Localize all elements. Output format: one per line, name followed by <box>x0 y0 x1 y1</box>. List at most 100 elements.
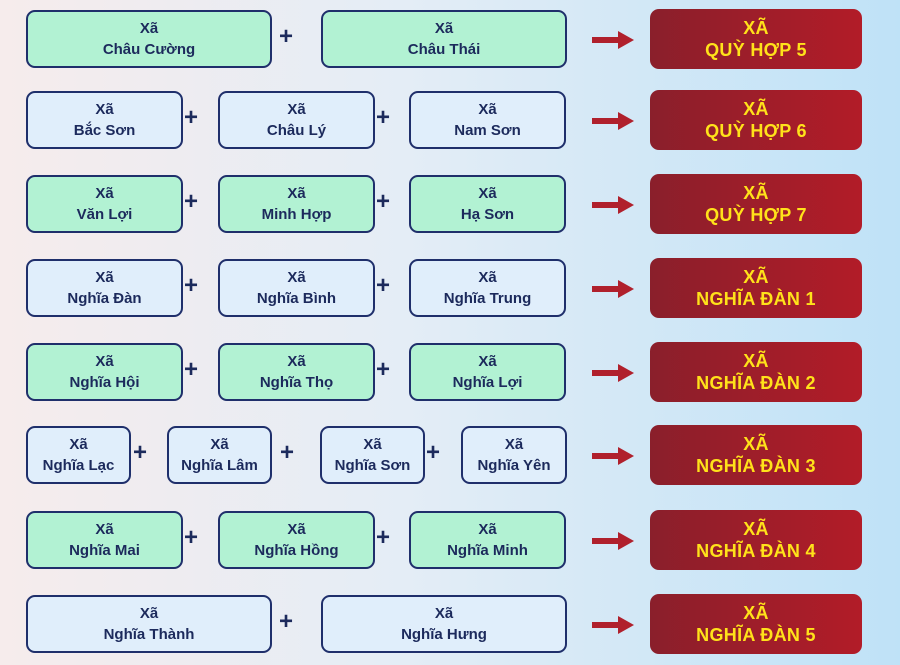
source-prefix: Xã <box>95 185 114 202</box>
plus-sign: + <box>375 356 390 383</box>
source-prefix: Xã <box>504 436 524 453</box>
source-name: Nghĩa Lâm <box>181 457 258 474</box>
right-arrow-icon <box>592 532 634 550</box>
result-prefix: XÃ <box>743 99 769 119</box>
source-name: Nghĩa Đàn <box>67 290 142 307</box>
plus-sign: + <box>375 188 390 215</box>
source-name: Châu Cường <box>102 41 196 58</box>
result-name: NGHĨA ĐÀN 3 <box>696 456 816 476</box>
plus-sign: + <box>183 524 198 551</box>
source-prefix: Xã <box>95 101 114 118</box>
source-name: Minh Hợp <box>261 206 332 223</box>
source-prefix: Xã <box>139 605 159 622</box>
source-commune-box: Xã Hạ Sơn <box>409 175 566 233</box>
source-prefix: Xã <box>363 436 382 453</box>
source-name: Nghĩa Minh <box>447 542 528 559</box>
plus-sign: + <box>183 104 198 131</box>
source-prefix: Xã <box>95 269 114 286</box>
source-name: Châu Thái <box>407 41 481 58</box>
result-prefix: XÃ <box>743 18 769 38</box>
result-name: QUỲ HỢP 7 <box>705 205 807 225</box>
result-name: NGHĨA ĐÀN 4 <box>696 541 816 561</box>
result-prefix: XÃ <box>743 603 769 623</box>
source-prefix: Xã <box>95 353 114 370</box>
source-prefix: Xã <box>287 269 306 286</box>
plus-sign: + <box>183 188 198 215</box>
source-name: Nghĩa Mai <box>69 542 140 559</box>
source-name: Nghĩa Thọ <box>259 374 334 391</box>
source-prefix: Xã <box>478 185 497 202</box>
result-name: NGHĨA ĐÀN 2 <box>696 373 816 393</box>
source-prefix: Xã <box>287 185 306 202</box>
source-name: Nghĩa Hưng <box>401 626 487 643</box>
plus-sign: + <box>278 608 293 635</box>
result-prefix: XÃ <box>743 351 769 371</box>
source-prefix: Xã <box>287 353 306 370</box>
plus-sign: + <box>132 439 147 466</box>
source-prefix: Xã <box>69 436 88 453</box>
source-name: Châu Lý <box>266 122 327 139</box>
result-prefix: XÃ <box>743 519 769 539</box>
source-prefix: Xã <box>210 436 229 453</box>
right-arrow-icon <box>592 280 634 298</box>
source-name: Nghĩa Bình <box>256 290 337 307</box>
source-name: Nghĩa Yên <box>477 457 551 474</box>
source-name: Nghĩa Hội <box>69 374 140 391</box>
source-prefix: Xã <box>287 101 306 118</box>
plus-sign: + <box>375 524 390 551</box>
source-name: Nghĩa Lợi <box>452 374 523 391</box>
source-prefix: Xã <box>478 521 497 538</box>
source-name: Hạ Sơn <box>460 206 515 223</box>
result-prefix: XÃ <box>743 183 769 203</box>
plus-sign: + <box>278 23 293 50</box>
source-name: Nghĩa Trung <box>443 290 532 307</box>
source-prefix: Xã <box>478 353 497 370</box>
right-arrow-icon <box>592 196 634 214</box>
source-name: Nghĩa Thành <box>103 626 195 643</box>
source-prefix: Xã <box>434 20 454 37</box>
source-prefix: Xã <box>95 521 114 538</box>
source-prefix: Xã <box>287 521 306 538</box>
result-name: QUỲ HỢP 5 <box>705 40 807 60</box>
right-arrow-icon <box>592 112 634 130</box>
plus-sign: + <box>279 439 294 466</box>
result-prefix: XÃ <box>743 267 769 287</box>
result-prefix: XÃ <box>743 434 769 454</box>
result-name: NGHĨA ĐÀN 5 <box>696 625 816 645</box>
source-name: Nghĩa Lạc <box>42 457 115 474</box>
right-arrow-icon <box>592 447 634 465</box>
result-name: NGHĨA ĐÀN 1 <box>696 289 816 309</box>
